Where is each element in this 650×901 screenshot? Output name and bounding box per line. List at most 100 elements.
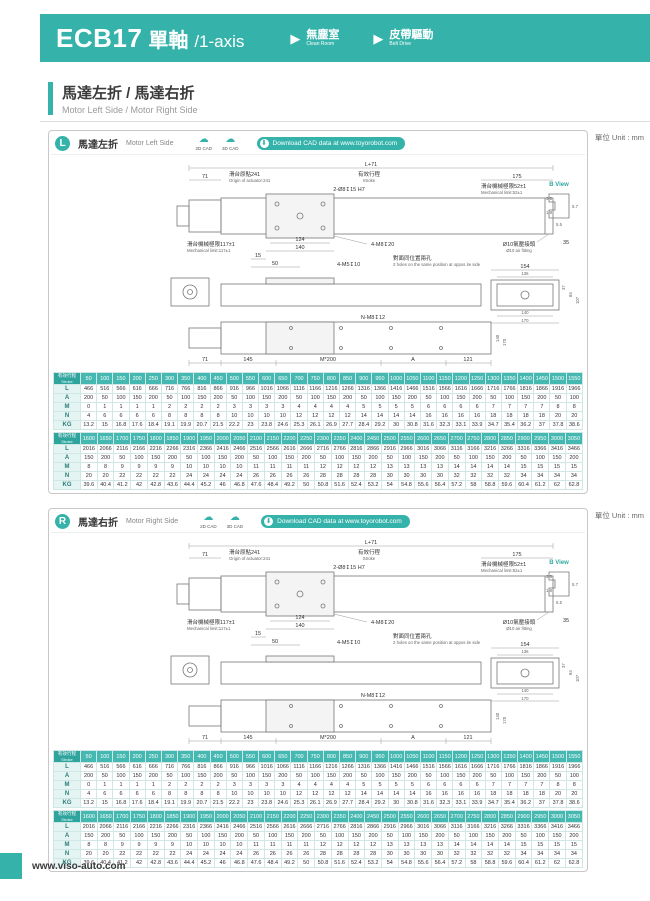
table-cell: 26: [263, 471, 282, 481]
header-band: ECB17 單軸 /1-axis ▶ 無塵室 Clean Room ▶ 皮帶驅動…: [40, 14, 650, 62]
stroke-value: 1300: [484, 372, 502, 385]
table-cell: 15: [531, 462, 550, 472]
table-cell: 12: [314, 462, 332, 472]
badge-zh: 無塵室: [306, 28, 340, 41]
stroke-value: 2100: [247, 432, 265, 445]
stroke-value: 2000: [213, 432, 232, 445]
table-cell: 1816: [517, 762, 535, 772]
row-label: A: [53, 393, 81, 403]
table-cell: 30: [431, 849, 449, 859]
stroke-value: 750: [306, 372, 324, 385]
dim-a: A: [411, 735, 415, 741]
table-cell: 3366: [531, 822, 550, 832]
row-label: N: [53, 411, 81, 421]
table-cell: 12: [338, 789, 357, 799]
table-cell: 0: [79, 780, 98, 790]
table-cell: 6: [468, 780, 486, 790]
table-cell: 3216: [481, 444, 499, 454]
table-cell: 8: [193, 411, 211, 421]
table-cell: 50: [549, 771, 567, 781]
table-cell: 13: [397, 462, 416, 472]
download-cad-button[interactable]: ⬇ Download CAD data at www.toyorobot.com: [261, 514, 410, 528]
table-cell: 7: [484, 780, 502, 790]
stroke-value: 2050: [230, 810, 249, 823]
row-label: L: [53, 762, 81, 772]
table-cell: 2216: [146, 822, 165, 832]
table-cell: 14: [371, 411, 389, 421]
mech-limit-52-en: Mechanical limit:52±1: [481, 190, 523, 195]
table-cell: 1766: [500, 384, 519, 394]
stroke-value: 1000: [387, 750, 405, 763]
table-cell: 27.7: [338, 798, 357, 808]
table-cell: 2: [160, 780, 179, 790]
table-cell: 14: [387, 789, 405, 799]
table-cell: 516: [96, 762, 114, 772]
table-cell: 2: [209, 402, 227, 412]
table-cell: 9: [163, 462, 182, 472]
section-divider: [40, 121, 650, 122]
hole-callout-top: 2-Ø8↧15 H7: [333, 187, 365, 193]
table-cell: 3316: [514, 822, 533, 832]
table-cell: 100: [112, 771, 130, 781]
table-cell: 50.8: [314, 480, 332, 490]
table-cell: 50: [355, 393, 373, 403]
table-cell: 1266: [338, 762, 357, 772]
table-cell: 22: [163, 849, 182, 859]
table-cell: 150: [548, 831, 566, 841]
table-cell: 15: [514, 462, 533, 472]
b-view-label: B View: [549, 182, 569, 188]
dim-175: 175: [512, 552, 521, 558]
table-cell: 10: [241, 411, 260, 421]
badge-en: Belt Drive: [389, 41, 412, 48]
table-cell: 100: [130, 453, 148, 463]
table-cell: 1966: [565, 384, 584, 394]
stroke-value: 1000: [387, 372, 405, 385]
table-cell: 52.4: [347, 480, 366, 490]
table-cell: 30: [380, 471, 399, 481]
table-cell: 1166: [306, 384, 324, 394]
table-cell: 966: [241, 762, 260, 772]
table-cell: 24: [197, 471, 215, 481]
table-cell: 10: [225, 789, 243, 799]
table-cell: 816: [193, 762, 211, 772]
cad-3d-link[interactable]: ☁ 3D CAD: [227, 513, 244, 530]
download-cad-button[interactable]: ⬇ Download CAD data at www.toyorobot.com: [256, 136, 406, 150]
table-cell: 9: [146, 840, 165, 850]
table-cell: 2466: [230, 822, 249, 832]
table-cell: 37.8: [549, 798, 567, 808]
table-cell: 1116: [290, 384, 308, 394]
cad-2d-link[interactable]: ☁ 2D CAD: [200, 513, 217, 530]
table-cell: 24: [180, 471, 199, 481]
dim-121: 121: [463, 357, 472, 363]
table-cell: 42.8: [146, 480, 165, 490]
cad-3d-link[interactable]: ☁ 3D CAD: [222, 135, 239, 152]
table-cell: 12: [364, 462, 382, 472]
stroke-value: 2900: [514, 810, 533, 823]
table-cell: 12: [364, 840, 382, 850]
table-cell: 12: [347, 840, 366, 850]
table-cell: 14: [403, 789, 421, 799]
table-cell: 12: [338, 411, 357, 421]
table-cell: 200: [364, 453, 382, 463]
table-cell: 200: [144, 393, 162, 403]
table-cell: 12: [330, 840, 349, 850]
table-cell: 61.2: [531, 858, 550, 868]
stroke-value: 2950: [531, 810, 550, 823]
table-cell: 7: [500, 402, 519, 412]
stroke-value: 2450: [364, 432, 382, 445]
cad-2d-link[interactable]: ☁ 2D CAD: [195, 135, 212, 152]
table-cell: 200: [230, 453, 249, 463]
table-cell: 100: [130, 831, 148, 841]
stroke-value: 2600: [414, 810, 433, 823]
dim-37: 37: [561, 285, 566, 290]
table-cell: 3266: [497, 822, 516, 832]
table-cell: 150: [258, 393, 276, 403]
table-cell: 14: [387, 411, 405, 421]
table-cell: 10: [180, 840, 199, 850]
feature-badges: ▶ 無塵室 Clean Room ▶ 皮帶驅動 Belt Drive: [290, 29, 433, 47]
table-cell: 45.2: [197, 858, 215, 868]
table-cell: 30: [397, 849, 416, 859]
table-cell: 1616: [452, 762, 470, 772]
stroke-value: 700: [290, 750, 308, 763]
